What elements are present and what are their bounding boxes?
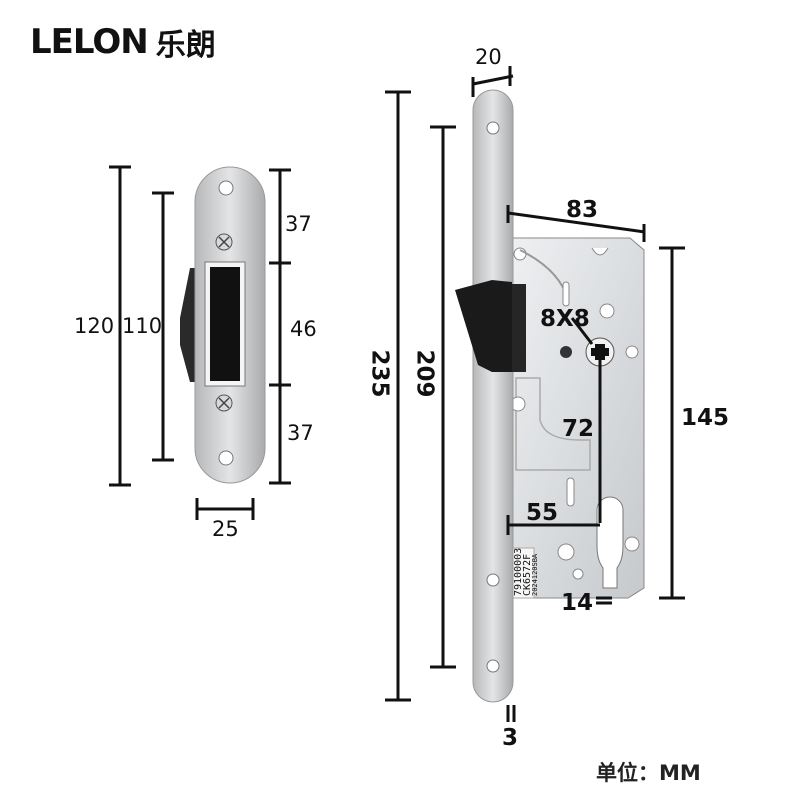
dim-faceplate-height: 209 <box>411 349 438 398</box>
latch-channel <box>512 284 526 372</box>
case-small-slot <box>562 281 570 307</box>
strike-bottom-hole <box>218 450 234 466</box>
dim-case-width: 83 <box>566 197 599 223</box>
screw-slot-icon <box>218 397 230 409</box>
case-hole-right <box>625 345 639 359</box>
case-hole-bottom-left <box>557 543 575 561</box>
faceplate <box>472 89 514 703</box>
dim-center-distance: 72 <box>562 416 595 442</box>
dim-strike-total-height: 120 <box>74 314 115 338</box>
strike-top-hole <box>218 180 234 196</box>
dim-strike-middle: 46 <box>290 317 317 341</box>
dim-faceplate-width: 20 <box>475 45 502 69</box>
cylinder-cutout <box>596 496 624 589</box>
strike-opening <box>210 267 240 381</box>
faceplate-hole-2 <box>486 573 500 587</box>
case-hole-top-left <box>513 247 527 261</box>
strike-plate <box>180 166 266 484</box>
strike-lip <box>180 268 198 382</box>
case-lower-slot <box>566 477 575 507</box>
dim-faceplate-thickness: 3 <box>502 725 519 751</box>
dim-strike-width: 25 <box>212 517 239 541</box>
case-top-notch <box>591 247 609 256</box>
case-hole-left <box>560 346 572 358</box>
dim-strike-bottom: 37 <box>287 421 314 445</box>
case-hole-bottom-small <box>572 568 584 580</box>
brand-name-cn: 乐朗 <box>155 28 216 63</box>
case-inner-cutout <box>515 377 591 471</box>
lock-body <box>455 89 645 703</box>
strike-dimension-lines <box>109 165 291 520</box>
faceplate-hole-1 <box>486 121 500 135</box>
dim-total-height: 235 <box>366 349 393 398</box>
sticker-line-3: 2024120SBA <box>531 553 539 596</box>
faceplate-hole-3 <box>486 659 500 673</box>
latch-bolt <box>455 280 512 372</box>
screw-slot-icon <box>218 236 230 248</box>
lock-dimension-lines <box>385 66 685 722</box>
dim-backset: 55 <box>526 500 559 526</box>
dim-spindle: 8X8 <box>540 306 590 332</box>
dim-strike-top: 37 <box>285 212 312 236</box>
case-hole-top-right <box>599 303 615 319</box>
dim-case-height: 145 <box>681 405 730 431</box>
unit-label: 单位：MM <box>596 761 701 785</box>
case-hole-bottom-right <box>624 536 640 552</box>
brand-logo: LELON 乐朗 <box>30 22 216 63</box>
dim-strike-inner-height: 110 <box>122 314 163 338</box>
dim-cylinder-offset: 14 <box>561 590 594 616</box>
brand-name-en: LELON <box>30 22 149 62</box>
